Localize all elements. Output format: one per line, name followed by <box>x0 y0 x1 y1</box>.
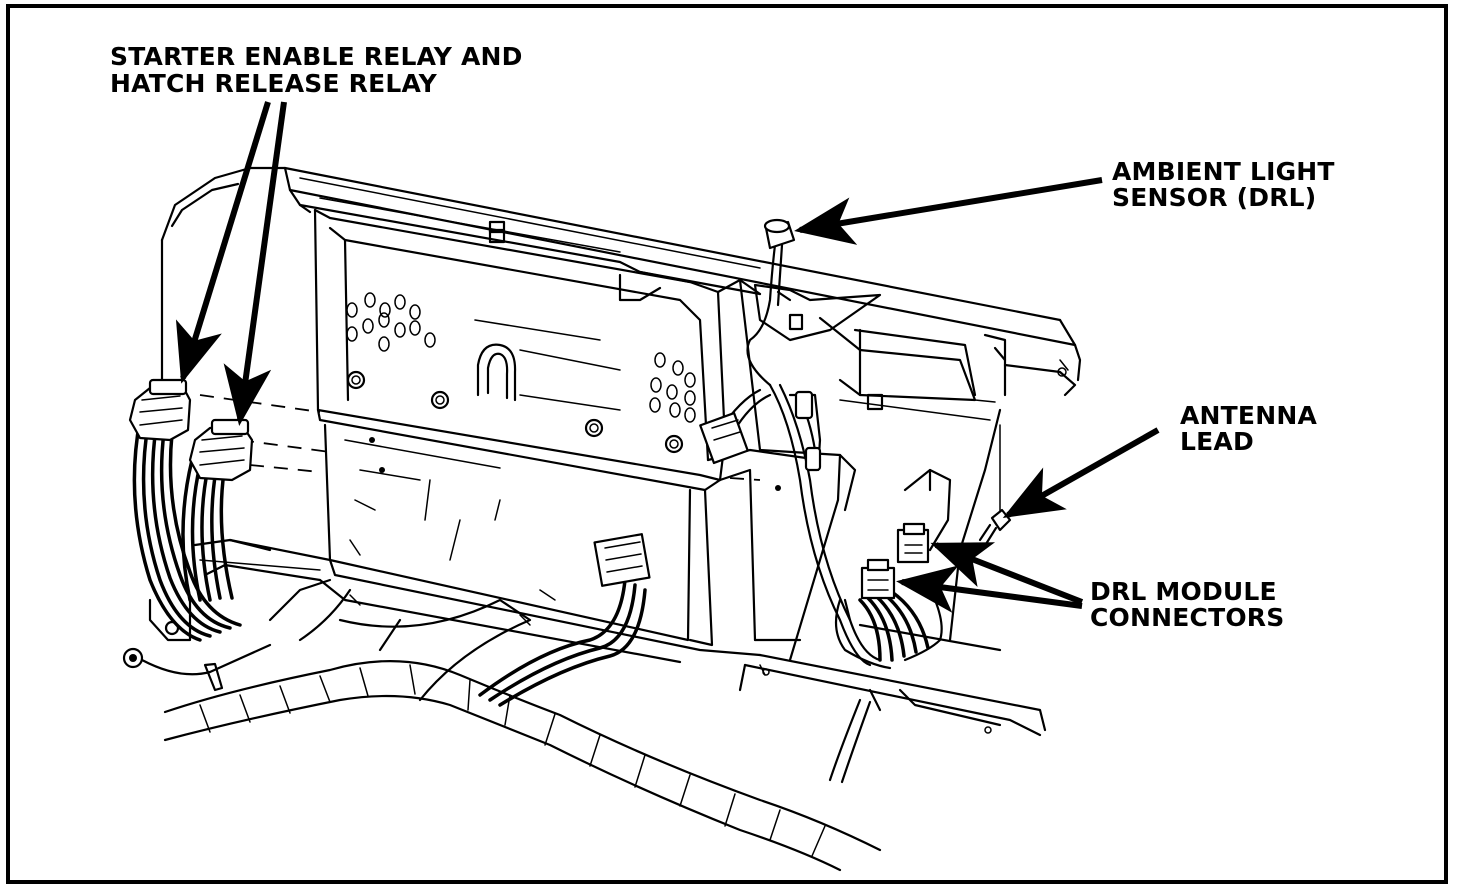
arrow-drl-connector-lower <box>896 565 1083 613</box>
label-ambient-line2: SENSOR (DRL) <box>1112 183 1316 212</box>
arrow-hatch-release-relay <box>223 101 287 426</box>
ambient-light-sensor <box>753 218 882 342</box>
hatch-release-relay-connector <box>188 418 254 482</box>
label-drl-line1: DRL MODULE <box>1090 577 1277 606</box>
arrow-starter-enable-relay <box>175 101 271 384</box>
drl-module-connector-lower <box>860 558 896 600</box>
callout-labels: STARTER ENABLE RELAY AND HATCH RELEASE R… <box>110 42 1335 632</box>
arrow-antenna-lead <box>1002 427 1160 518</box>
starter-enable-relay-connector <box>128 378 192 442</box>
arrow-drl-connector-upper <box>930 542 1084 605</box>
callout-arrows <box>175 101 1160 613</box>
label-antenna-line1: ANTENNA <box>1180 401 1317 430</box>
label-ambient-line1: AMBIENT LIGHT <box>1112 157 1335 186</box>
label-drl-line2: CONNECTORS <box>1090 603 1284 632</box>
antenna-lead-plug <box>978 508 1012 546</box>
diagram-frame <box>6 4 1448 884</box>
label-starter-relay-line2: HATCH RELEASE RELAY <box>110 69 438 98</box>
label-antenna-line2: LEAD <box>1180 427 1254 456</box>
plate-holes <box>346 292 696 423</box>
wiring-harness <box>122 243 943 872</box>
drl-module-connector-upper <box>896 522 930 564</box>
instrument-panel-drawing <box>148 166 1082 737</box>
arrow-ambient-light-sensor <box>794 177 1103 245</box>
mount-bolts <box>346 370 684 454</box>
label-starter-relay-line1: STARTER ENABLE RELAY AND <box>110 42 523 71</box>
